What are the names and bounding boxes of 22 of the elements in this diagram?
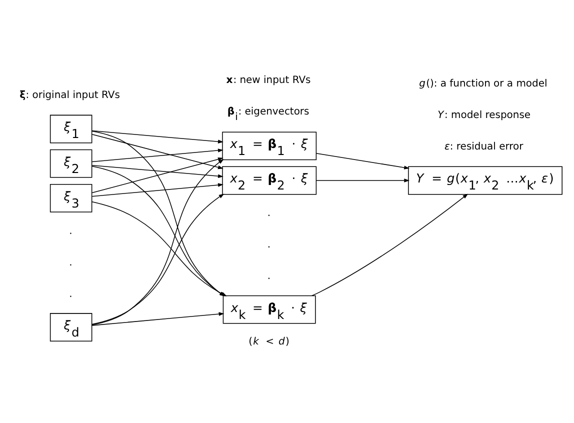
arrow — [92, 156, 224, 193]
label: . — [267, 239, 271, 250]
label: x: new input RVs — [226, 74, 311, 86]
arrow — [92, 164, 224, 178]
arrow — [311, 193, 468, 296]
arrow — [316, 152, 410, 169]
label: . — [267, 208, 271, 219]
arrow — [92, 312, 224, 326]
arrow — [92, 133, 224, 169]
arrow — [316, 178, 410, 182]
label: ε: residual error — [444, 140, 524, 152]
arrow — [92, 130, 224, 143]
label: g(): a function or a model — [419, 78, 548, 89]
arrow — [92, 148, 224, 162]
label: . — [69, 256, 72, 268]
label: . — [267, 270, 271, 282]
label: . — [69, 225, 72, 236]
label: Y: model response — [438, 109, 531, 120]
label: . — [69, 288, 72, 300]
label: (k < d) — [248, 336, 290, 347]
arrow — [92, 182, 224, 196]
label: ξ: original input RVs — [20, 89, 120, 100]
